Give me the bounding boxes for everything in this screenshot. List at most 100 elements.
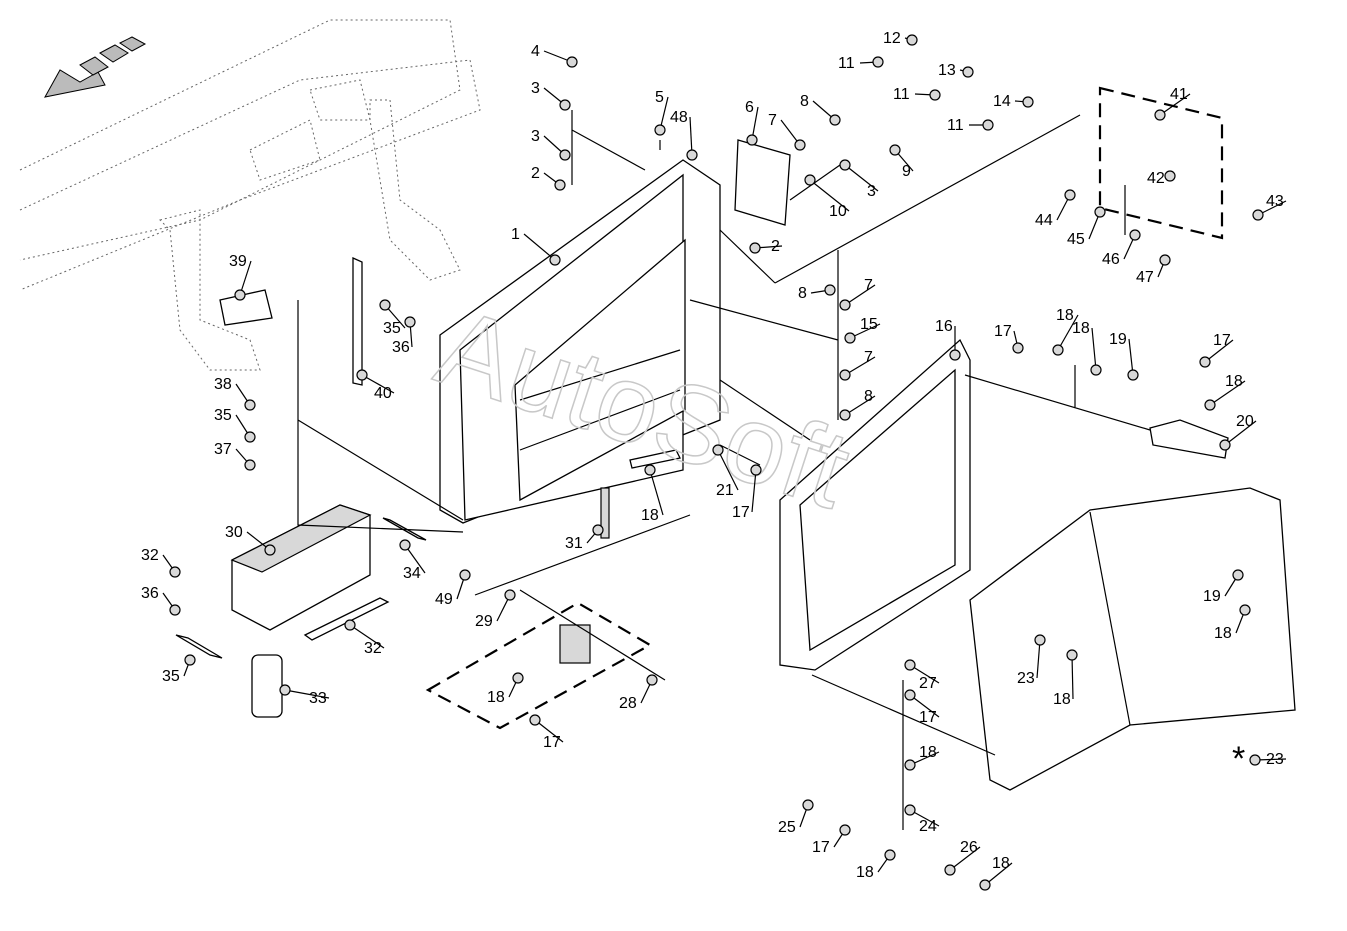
callout-number: 18 xyxy=(856,864,874,881)
callout-18: 18 xyxy=(1053,649,1078,708)
callout-number: 30 xyxy=(225,524,243,541)
callout-3: 3 xyxy=(839,159,879,200)
callout-number: 11 xyxy=(947,117,964,134)
callout-number: 2 xyxy=(531,165,540,182)
leader-line xyxy=(1057,314,1079,351)
callout-number: 8 xyxy=(864,388,873,405)
leader-line xyxy=(1071,654,1074,700)
fastener xyxy=(404,316,416,328)
callout-number: 11 xyxy=(838,55,855,72)
callout-number: 3 xyxy=(531,128,540,145)
fastener xyxy=(1154,109,1166,121)
leader-line xyxy=(1128,338,1134,376)
callout-11: 11 xyxy=(893,86,941,103)
callout-number: 32 xyxy=(364,640,382,657)
fastener xyxy=(962,66,974,78)
fastener xyxy=(844,332,856,344)
callout-number: 46 xyxy=(1102,251,1120,268)
callout-15: 15 xyxy=(844,316,881,344)
callout-number: 47 xyxy=(1136,269,1154,286)
callout-34: 34 xyxy=(399,539,426,582)
callout-7: 7 xyxy=(839,277,876,311)
callout-number: 17 xyxy=(919,709,937,726)
callout-number: 18 xyxy=(1053,691,1071,708)
leader-line xyxy=(649,469,664,516)
callout-number: 45 xyxy=(1067,231,1085,248)
callout-2: 2 xyxy=(531,165,566,191)
battery-34 xyxy=(230,504,372,631)
callout-33: 33 xyxy=(279,684,330,707)
leader-line xyxy=(239,260,252,296)
callout-44: 44 xyxy=(1035,189,1076,229)
fastener xyxy=(559,99,571,111)
fastener xyxy=(1249,754,1261,766)
fastener xyxy=(654,124,666,136)
callout-number: 18 xyxy=(1225,373,1243,390)
callout-number: 29 xyxy=(475,613,493,630)
callout-number: 3 xyxy=(867,183,876,200)
hold-down-33 xyxy=(303,597,390,641)
leader-line xyxy=(1209,380,1246,406)
callout-number: 20 xyxy=(1236,413,1254,430)
callout-number: 17 xyxy=(994,323,1012,340)
fastener xyxy=(1164,170,1176,182)
callout-18: 18 xyxy=(1072,320,1102,376)
fastener xyxy=(504,589,516,601)
callout-number: 11 xyxy=(893,86,910,103)
cover-panel-16 xyxy=(779,338,971,671)
callout-number: 4 xyxy=(531,43,540,60)
callout-8: 8 xyxy=(798,284,836,302)
dashed-group-41 xyxy=(1098,86,1224,240)
callout-21: 21 xyxy=(712,444,739,499)
fastener xyxy=(944,864,956,876)
strip-30 xyxy=(600,487,610,539)
callout-20: 20 xyxy=(1219,413,1257,451)
callout-18: 18 xyxy=(904,744,940,771)
callout-5: 5 xyxy=(654,89,669,136)
leader-line xyxy=(404,544,426,574)
callout-2: 2 xyxy=(749,238,783,255)
callout-26: 26 xyxy=(944,839,981,876)
callout-23: 23 xyxy=(1017,634,1046,687)
fastener xyxy=(804,174,816,186)
fastener xyxy=(1094,206,1106,218)
callout-39: 39 xyxy=(229,253,252,301)
leader-line xyxy=(1036,639,1041,679)
callout-number: 36 xyxy=(141,585,159,602)
fastener xyxy=(1239,604,1251,616)
fastener xyxy=(344,619,356,631)
callout-36: 36 xyxy=(392,316,416,356)
callout-number: 10 xyxy=(829,203,847,220)
callout-number: 39 xyxy=(229,253,247,270)
callout-1: 1 xyxy=(511,226,561,266)
asterisk-marker: * xyxy=(1232,740,1245,778)
fastener xyxy=(904,659,916,671)
callout-7: 7 xyxy=(839,349,876,381)
battery-box xyxy=(439,159,721,524)
fastener xyxy=(644,464,656,476)
callout-28: 28 xyxy=(619,674,658,712)
callout-number: 32 xyxy=(141,547,159,564)
callout-17: 17 xyxy=(529,714,564,751)
fastener xyxy=(824,284,836,296)
callout-38: 38 xyxy=(214,376,256,411)
callout-3: 3 xyxy=(531,80,571,111)
callout-17: 17 xyxy=(1199,332,1234,368)
fastener xyxy=(839,409,851,421)
fastener xyxy=(1066,649,1078,661)
bottle-49 xyxy=(251,654,283,718)
callout-number: 27 xyxy=(919,675,937,692)
leader-line xyxy=(909,694,940,718)
callout-6: 6 xyxy=(745,99,759,146)
callout-43: 43 xyxy=(1252,193,1287,221)
leader-line xyxy=(284,689,330,699)
fastener xyxy=(559,149,571,161)
leader-line xyxy=(1224,420,1257,446)
fastener xyxy=(839,299,851,311)
fastener xyxy=(829,114,841,126)
fastener xyxy=(264,544,276,556)
fastener xyxy=(279,684,291,696)
callout-8: 8 xyxy=(839,388,876,421)
fastener xyxy=(512,672,524,684)
fastener xyxy=(399,539,411,551)
